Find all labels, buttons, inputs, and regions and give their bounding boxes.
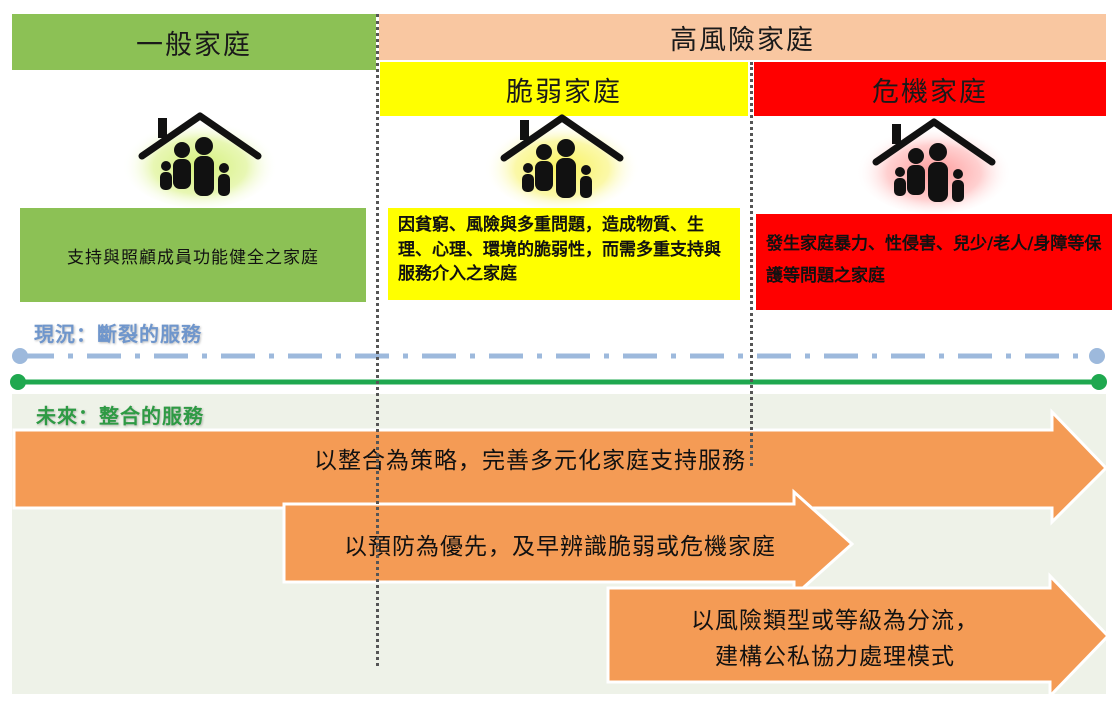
risk-triage-arrow xyxy=(606,572,1111,700)
future-service-line xyxy=(10,374,1107,390)
vulnerable-family-description: 因貧窮、風險與多重問題，造成物質、生理、心理、環境的脆弱性，而需多重支持與服務介… xyxy=(398,215,721,285)
general-family-title: 一般家庭 xyxy=(136,29,252,61)
general-family-description: 支持與照顧成員功能健全之家庭 xyxy=(67,247,319,268)
vulnerable-crisis-separator xyxy=(750,62,753,466)
general-family-description-box: 支持與照顧成員功能健全之家庭 xyxy=(20,208,366,302)
vulnerable-family-title: 脆弱家庭 xyxy=(506,76,622,108)
crisis-family-title: 危機家庭 xyxy=(872,76,988,108)
risk-triage-text: 以風險類型或等級為分流， 建構公私協力處理模式 xyxy=(640,604,1030,675)
high-risk-family-title: 高風險家庭 xyxy=(670,24,815,56)
integration-strategy-text: 以整合為策略，完善多元化家庭支持服務 xyxy=(314,448,746,474)
current-service-label: 現況：斷裂的服務 xyxy=(34,322,202,346)
vulnerable-family-description-box: 因貧窮、風險與多重問題，造成物質、生理、心理、環境的脆弱性，而需多重支持與服務介… xyxy=(388,208,740,300)
crisis-family-header: 危機家庭 xyxy=(754,62,1106,116)
general-family-header: 一般家庭 xyxy=(12,14,376,70)
vulnerable-family-header: 脆弱家庭 xyxy=(380,62,748,116)
prevention-priority-text: 以預防為優先，及早辨識脆弱或危機家庭 xyxy=(344,534,776,560)
high-risk-family-header: 高風險家庭 xyxy=(379,14,1106,60)
crisis-family-description: 發生家庭暴力、性侵害、兒少/老人/身障等保護等問題之家庭 xyxy=(766,234,1102,287)
prevention-priority-arrow xyxy=(282,488,855,600)
current-service-line xyxy=(12,348,1105,364)
future-service-label: 未來：整合的服務 xyxy=(36,404,204,428)
risk-triage-text-line2: 建構公私協力處理模式 xyxy=(715,643,955,670)
risk-triage-text-line1: 以風險類型或等級為分流， xyxy=(691,608,979,634)
crisis-family-description-box: 發生家庭暴力、性侵害、兒少/老人/身障等保護等問題之家庭 xyxy=(756,214,1112,310)
general-family-house-icon xyxy=(120,104,280,208)
vulnerable-family-house-icon xyxy=(482,106,642,210)
crisis-family-house-icon xyxy=(854,110,1014,214)
integration-strategy-arrow xyxy=(12,408,1109,526)
general-highrisk-separator xyxy=(376,14,379,666)
